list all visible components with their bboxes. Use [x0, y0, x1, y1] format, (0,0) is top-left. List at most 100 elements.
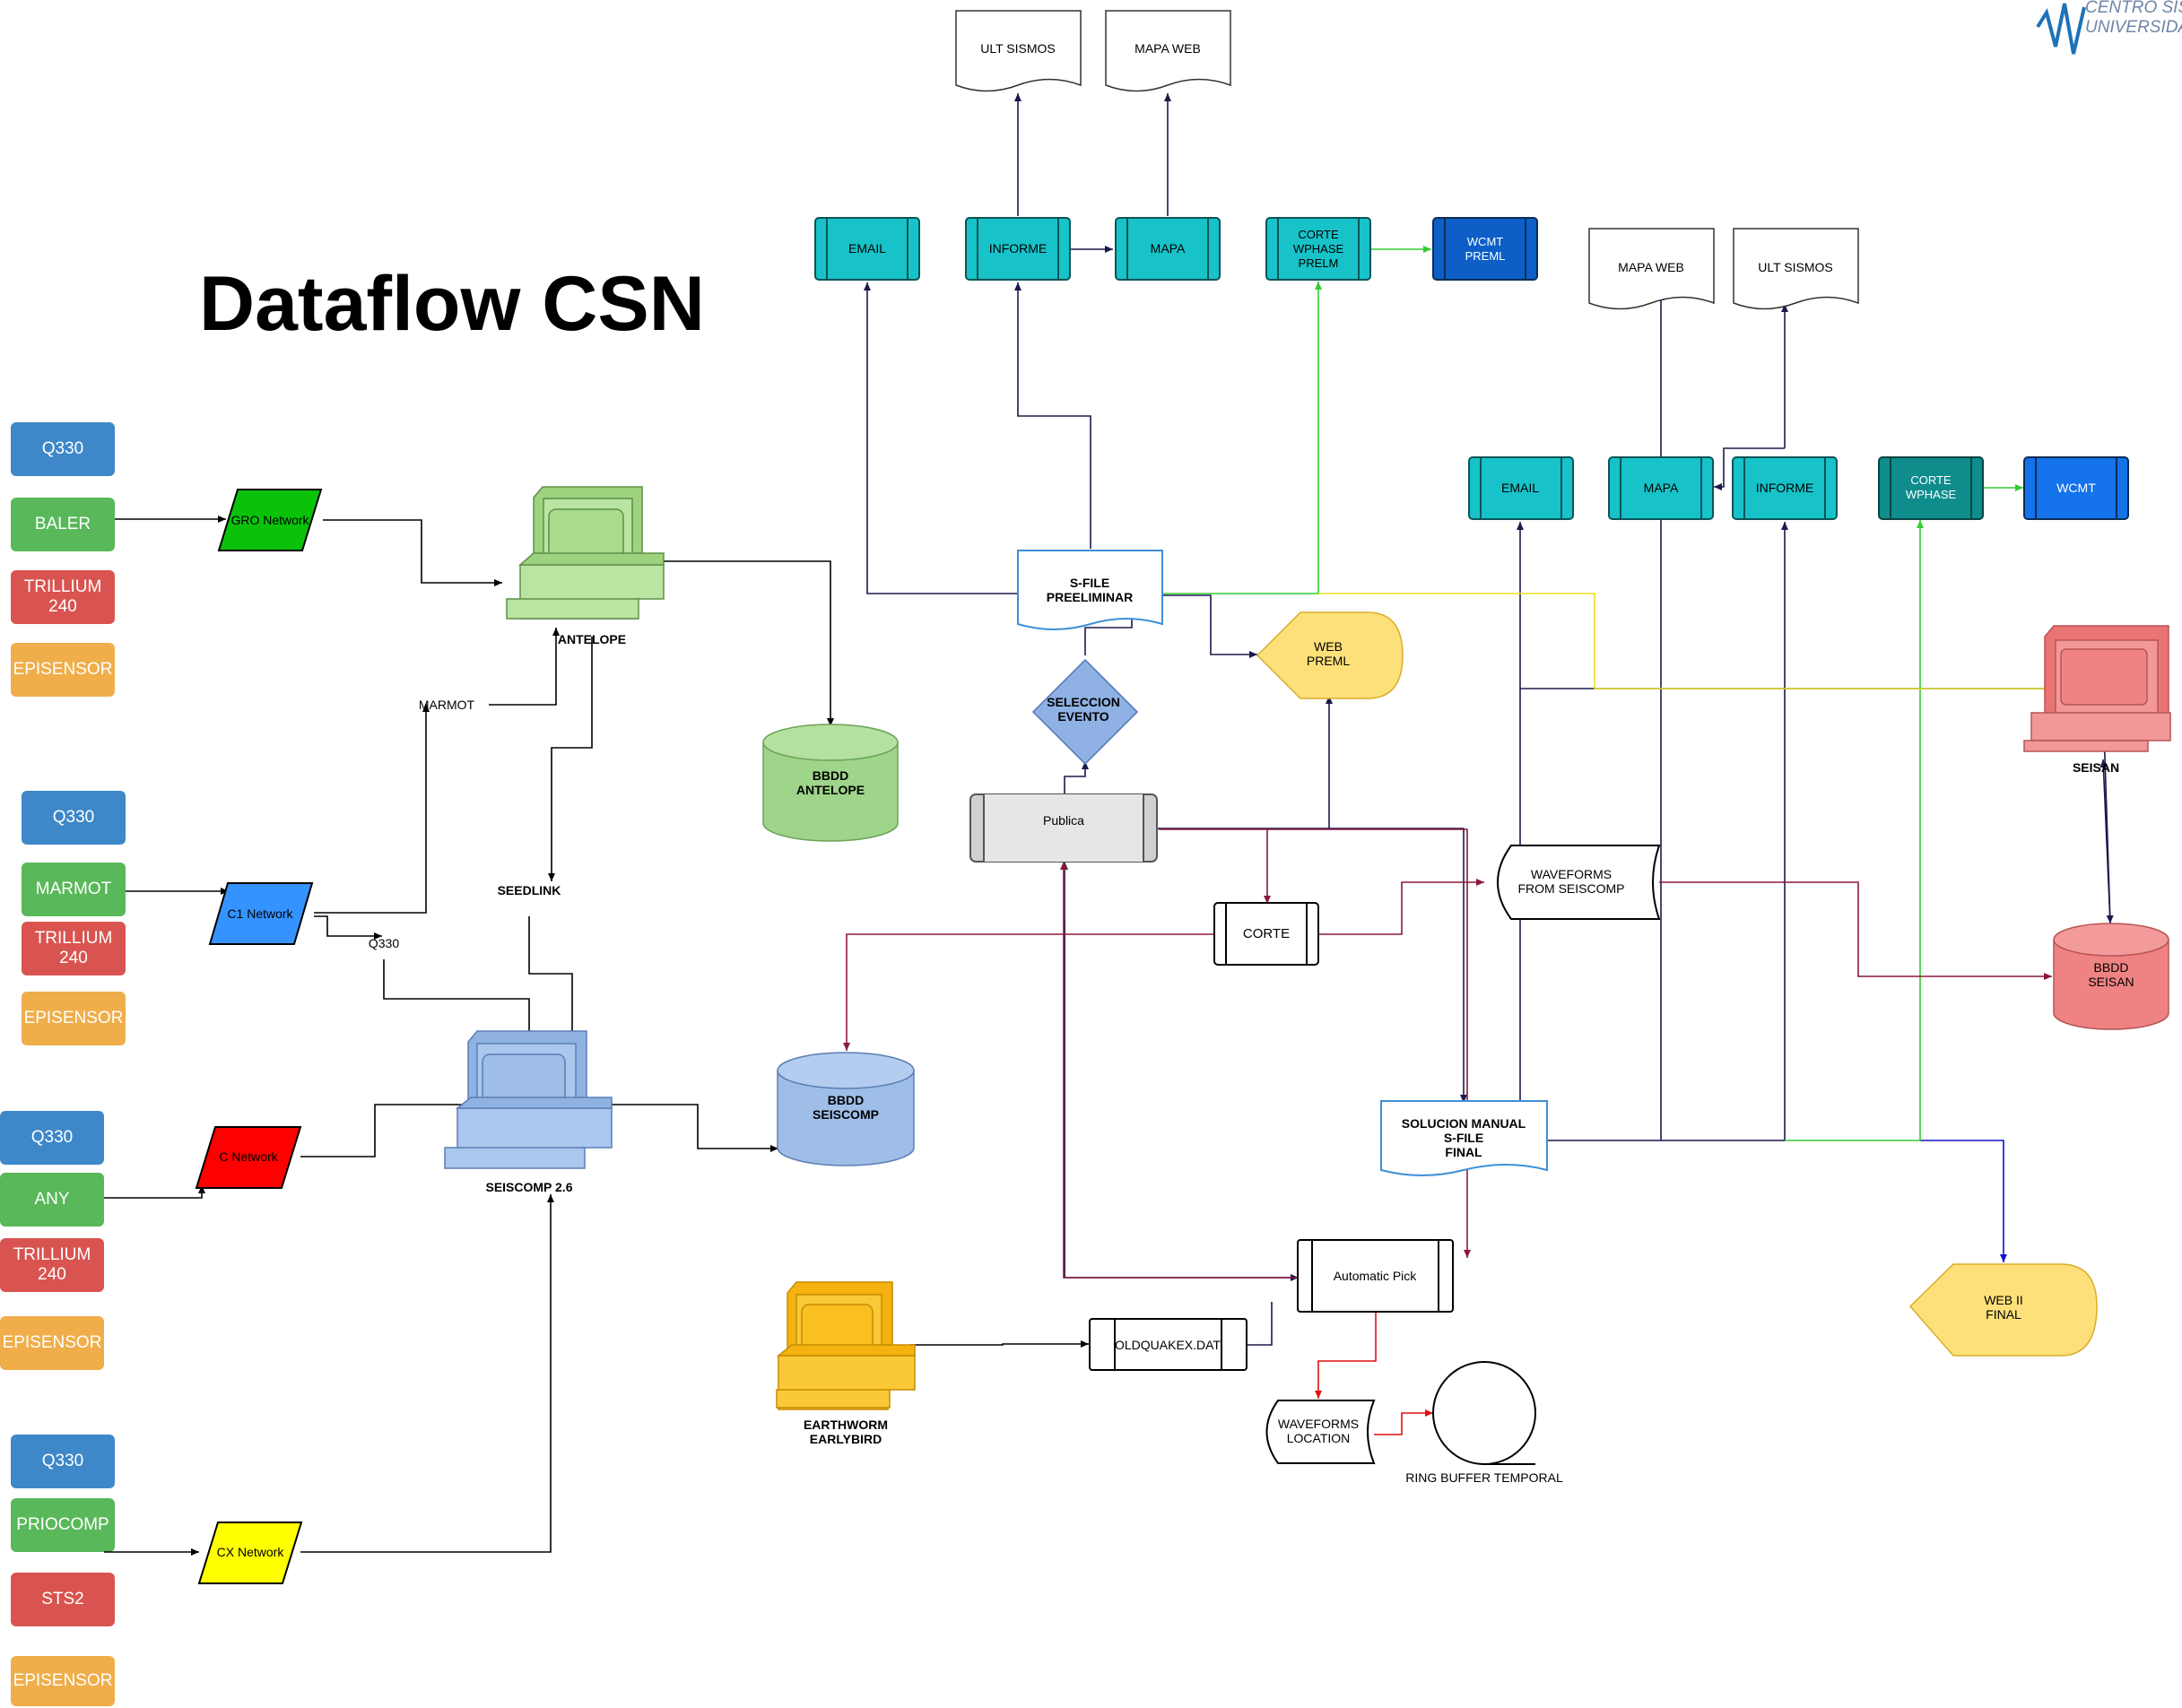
- process-label: WCMT: [2056, 481, 2096, 495]
- sensor-box: TRILLIUM 240: [0, 1238, 104, 1292]
- computer-label: ANTELOPE: [558, 632, 626, 646]
- database-seiscomp: BBDD SEISCOMP: [777, 1052, 915, 1166]
- database-label: SEISAN: [2088, 975, 2134, 989]
- process-label: OLDQUAKEX.DAT: [1115, 1338, 1221, 1352]
- diagram-title: Dataflow CSN: [199, 261, 705, 347]
- database-label: BBDD: [813, 768, 848, 783]
- sensor-box: PRIOCOMP: [11, 1498, 115, 1552]
- process-corte-wphase-prelm: CORTE WPHASE PRELM: [1265, 217, 1371, 281]
- document-ult-sismos-top: ULT SISMOS: [955, 10, 1082, 92]
- database-label: SEISCOMP: [813, 1107, 879, 1122]
- decision-label: EVENTO: [1057, 709, 1108, 724]
- display-web-preml: WEB PREML: [1256, 611, 1404, 699]
- process-label: CORTE: [1298, 228, 1339, 241]
- network-label: CX Network: [217, 1545, 285, 1559]
- document-label: MAPA WEB: [1618, 260, 1684, 274]
- connectors: [104, 93, 2114, 1556]
- sensor-box: EPISENSOR: [22, 992, 126, 1045]
- process-label: CORTE: [1243, 926, 1290, 941]
- storage-label: WAVEFORMS: [1531, 867, 1612, 881]
- computer-label: EARLYBIRD: [810, 1432, 882, 1446]
- decision-seleccion-evento: SELECCION EVENTO: [1031, 658, 1139, 766]
- process-corte: CORTE: [1213, 902, 1319, 966]
- document-solucion-manual: SOLUCION MANUAL S-FILE FINAL: [1380, 1100, 1548, 1176]
- process-oldquakex: OLDQUAKEX.DAT: [1089, 1318, 1247, 1371]
- document-label: ULT SISMOS: [980, 41, 1056, 56]
- sensor-box: MARMOT: [22, 863, 126, 916]
- storage-label: WAVEFORMS: [1278, 1417, 1359, 1431]
- process-label: EMAIL: [848, 241, 886, 256]
- seedlink-label: SEEDLINK: [498, 883, 561, 897]
- process-informe-top: INFORME: [965, 217, 1071, 281]
- process-email-top: EMAIL: [814, 217, 920, 281]
- logo-line-2: UNIVERSIDAD D: [2085, 18, 2182, 37]
- document-label: PREELIMINAR: [1047, 590, 1133, 604]
- computer-earthworm: EARTHWORM EARLYBIRD: [776, 1281, 916, 1446]
- process-label: INFORME: [1756, 481, 1814, 495]
- process-label: MAPA: [1644, 481, 1679, 495]
- process-label: Automatic Pick: [1334, 1269, 1418, 1283]
- storage-waveforms-seiscomp: WAVEFORMS FROM SEISCOMP: [1497, 845, 1661, 920]
- sensor-box: TRILLIUM 240: [11, 570, 115, 624]
- document-ult-sismos-right: ULT SISMOS: [1733, 228, 1859, 310]
- sensor-box: EPISENSOR: [0, 1316, 104, 1370]
- sensor-box: BALER: [11, 498, 115, 551]
- process-informe-right: INFORME: [1732, 456, 1838, 520]
- database-antelope: BBDD ANTELOPE: [762, 724, 899, 842]
- document-label: ULT SISMOS: [1758, 260, 1833, 274]
- network-gro: GRO Network: [217, 489, 323, 551]
- ring-buffer: [1432, 1361, 1536, 1465]
- document-label: SOLUCION MANUAL: [1402, 1116, 1526, 1131]
- display-label: FINAL: [1986, 1307, 2021, 1322]
- process-automatic-pick: Automatic Pick: [1297, 1239, 1454, 1313]
- marmot-label: MARMOT: [419, 698, 475, 712]
- process-mapa-right: MAPA: [1608, 456, 1714, 520]
- sensor-box: Q330: [0, 1111, 104, 1165]
- sensor-box: STS2: [11, 1573, 115, 1626]
- computer-label: EARTHWORM: [804, 1418, 888, 1432]
- process-wcmt: WCMT: [2023, 456, 2129, 520]
- database-label: BBDD: [828, 1093, 864, 1107]
- network-c: C Network: [195, 1126, 302, 1189]
- sensor-box: ANY: [0, 1173, 104, 1227]
- process-label: WPHASE: [1293, 242, 1344, 256]
- display-label: PREML: [1307, 654, 1350, 668]
- sensor-box: EPISENSOR: [11, 643, 115, 697]
- sensor-box: Q330: [11, 422, 115, 476]
- sensor-box: EPISENSOR: [11, 1656, 115, 1706]
- process-label: Publica: [1043, 813, 1084, 828]
- storage-label: FROM SEISCOMP: [1517, 881, 1624, 896]
- document-sfile-preliminar: S-FILE PREELIMINAR: [1017, 550, 1163, 630]
- process-label: WPHASE: [1906, 488, 1957, 501]
- process-label: INFORME: [989, 241, 1048, 256]
- database-label: ANTELOPE: [796, 783, 865, 797]
- document-mapa-web-top: MAPA WEB: [1105, 10, 1231, 92]
- storage-waveforms-location: WAVEFORMS LOCATION: [1265, 1400, 1376, 1464]
- logo-line-1: CENTRO SISMO: [2085, 0, 2182, 17]
- document-label: S-FILE: [1070, 576, 1109, 590]
- process-corte-wphase: CORTE WPHASE: [1878, 456, 1984, 520]
- display-label: WEB: [1314, 639, 1343, 654]
- sensor-box: Q330: [22, 791, 126, 845]
- ring-buffer-label: RING BUFFER TEMPORAL: [1405, 1470, 1563, 1485]
- process-label: PREML: [1465, 249, 1506, 263]
- display-label: WEB II: [1984, 1293, 2023, 1307]
- database-label: BBDD: [2094, 960, 2129, 975]
- document-mapa-web-right: MAPA WEB: [1588, 228, 1715, 310]
- process-publica: Publica: [969, 793, 1158, 863]
- process-mapa-top: MAPA: [1115, 217, 1221, 281]
- computer-label: SEISAN: [2073, 760, 2119, 775]
- computer-seisan: SEISAN: [2023, 625, 2171, 775]
- process-label: CORTE: [1910, 473, 1952, 487]
- process-label: PRELM: [1299, 256, 1339, 270]
- computer-seiscomp: SEISCOMP 2.6: [444, 1030, 613, 1194]
- logo: CENTRO SISMO UNIVERSIDAD D: [2085, 0, 2182, 38]
- q330-label: Q330: [369, 936, 399, 950]
- document-label: MAPA WEB: [1134, 41, 1201, 56]
- logo-wave-icon: [2036, 3, 2086, 55]
- process-email-right: EMAIL: [1468, 456, 1574, 520]
- network-label: GRO Network: [230, 513, 309, 527]
- computer-label: SEISCOMP 2.6: [485, 1180, 572, 1194]
- document-label: FINAL: [1445, 1145, 1482, 1159]
